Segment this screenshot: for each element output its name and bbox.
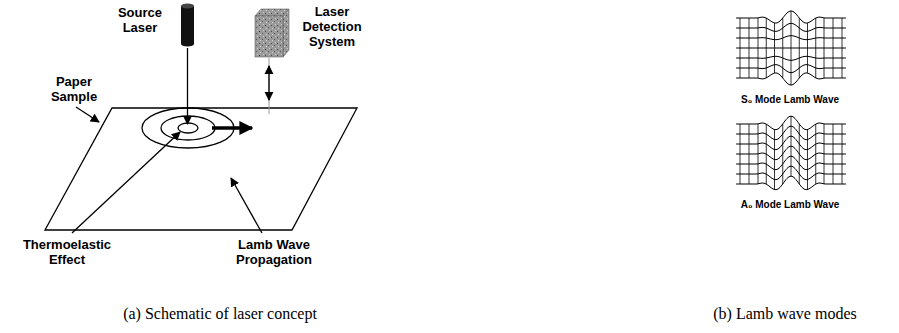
label-box: Source Laser	[105, 5, 175, 35]
grid-line	[815, 124, 816, 184]
grid-line	[740, 18, 741, 78]
label-box: Thermoelastic Effect	[5, 237, 129, 267]
grid-line	[824, 124, 825, 184]
label-box: S₀ Mode Lamb Wave	[715, 94, 865, 106]
part-label: A₀ Mode Lamb Wave	[715, 199, 865, 211]
grid-line	[758, 18, 759, 78]
part-label: Source Laser	[105, 5, 175, 35]
detection-beam	[269, 58, 270, 114]
grid-line	[842, 124, 843, 184]
part-label: Paper Sample	[42, 74, 106, 104]
leader-line	[231, 178, 262, 233]
label-box: Laser Detection System	[292, 4, 372, 49]
grid-line	[842, 18, 843, 78]
label-box: Paper Sample	[42, 74, 106, 104]
vibration-arrow	[268, 66, 269, 100]
grid-line	[799, 124, 800, 184]
source-laser	[181, 4, 194, 47]
grid-line	[740, 124, 741, 184]
figure-caption: (a) Schematic of laser concept	[90, 305, 350, 323]
grid-line	[824, 18, 825, 78]
grid-line	[766, 18, 767, 78]
part-label: Laser Detection System	[292, 4, 372, 49]
grid-line	[833, 124, 834, 184]
grid-line	[758, 124, 759, 184]
grid-line	[736, 176, 846, 189]
paper-sample	[45, 108, 357, 230]
grid-line	[782, 124, 783, 184]
grid-line	[799, 18, 800, 78]
leader-line	[76, 107, 99, 122]
part-label: S₀ Mode Lamb Wave	[715, 94, 865, 106]
grid-line	[807, 130, 808, 190]
grid-line	[774, 23, 775, 73]
label-box: (a) Schematic of laser concept	[90, 305, 350, 323]
grid-line	[749, 124, 750, 184]
part-label: Lamb Wave Propagation	[222, 237, 326, 267]
figure-caption: (b) Lamb wave modes	[675, 305, 895, 323]
leader-line	[72, 132, 180, 233]
grid-line	[782, 18, 783, 78]
grid-line	[774, 130, 775, 190]
detection-system	[255, 9, 289, 57]
grid-line	[833, 18, 834, 78]
grid-line	[791, 11, 792, 85]
label-box: (b) Lamb wave modes	[675, 305, 895, 323]
grid-line	[749, 18, 750, 78]
laser-beam	[187, 48, 188, 124]
grid-line	[791, 116, 792, 176]
part-label: Thermoelastic Effect	[5, 237, 129, 267]
label-box: A₀ Mode Lamb Wave	[715, 199, 865, 211]
label-box: Lamb Wave Propagation	[222, 237, 326, 267]
grid-line	[815, 18, 816, 78]
propagation-arrow	[212, 126, 252, 130]
grid-line	[766, 124, 767, 184]
grid-line	[807, 23, 808, 73]
